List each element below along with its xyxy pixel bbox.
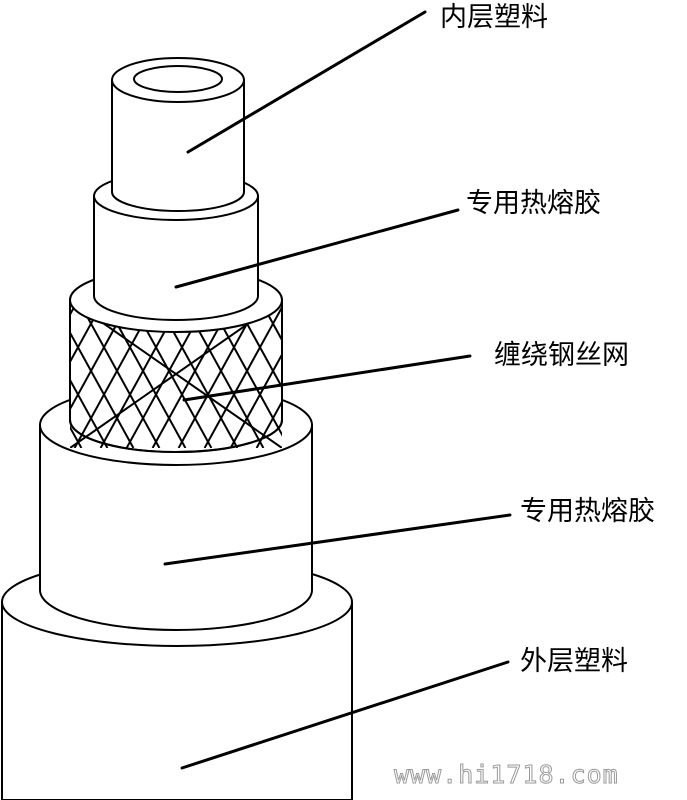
wire-strand	[0, 300, 3, 448]
tube-bore	[133, 65, 223, 93]
wire-strand	[416, 300, 497, 448]
leader-line-outer-plastic	[180, 660, 510, 770]
label-outer-adhesive: 专用热熔胶	[520, 496, 655, 527]
label-steel-wire-mesh: 缠绕钢丝网	[494, 340, 629, 371]
wire-strand	[255, 399, 282, 448]
label-inner-adhesive: 专用热熔胶	[466, 188, 601, 219]
inner-plastic-tube	[111, 57, 245, 212]
wire-strand	[70, 330, 135, 448]
wire-strand	[390, 300, 471, 448]
wire-strand	[0, 300, 29, 448]
wire-strand	[364, 300, 445, 448]
wire-strand	[70, 377, 109, 448]
label-outer-plastic: 外层塑料	[520, 646, 628, 677]
leader-line-steel-mesh	[182, 354, 472, 402]
label-inner-plastic: 内层塑料	[440, 2, 548, 33]
wire-strand	[0, 300, 26, 448]
wire-strand	[70, 300, 105, 364]
leader-line-outer-adhesive	[163, 513, 512, 566]
watermark: www.hi1718.com	[394, 760, 619, 789]
leader-line-inner-adhesive	[174, 208, 460, 289]
leader-line-inner-plastic	[186, 10, 427, 154]
wire-strand	[203, 305, 282, 448]
wire-strand	[229, 352, 282, 448]
